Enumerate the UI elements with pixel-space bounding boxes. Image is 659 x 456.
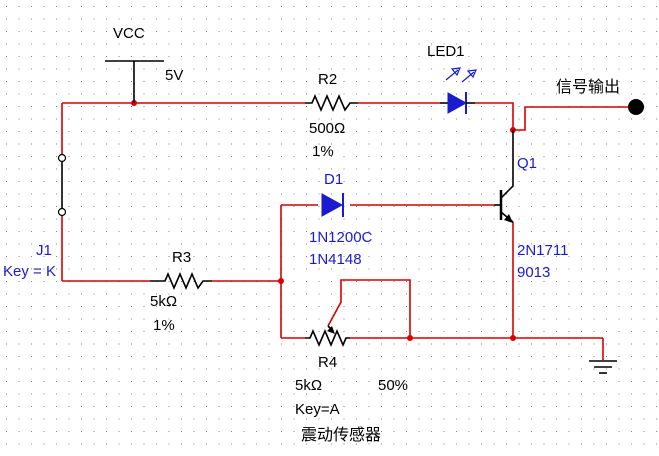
r4-key-label: Key=A [295, 401, 340, 418]
ground-icon [589, 360, 617, 374]
diagram-caption: 震动传感器 [301, 425, 381, 444]
r3-tolerance-label: 1% [153, 317, 175, 334]
d1-label: D1 [324, 171, 343, 188]
q1-label: Q1 [517, 155, 537, 172]
led1-label: LED1 [427, 43, 465, 60]
vcc-label: VCC [113, 25, 145, 42]
r3-value-label: 5kΩ [150, 293, 177, 310]
vcc-voltage-label: 5V [165, 67, 183, 84]
r2-tolerance-label: 1% [312, 143, 334, 160]
r2-label: R2 [318, 71, 337, 88]
r4-setting-label: 50% [378, 377, 408, 394]
resistor-r2[interactable]: R2 500Ω 1% [305, 71, 358, 160]
j1-key-label: Key = K [3, 263, 56, 280]
r3-label: R3 [172, 249, 191, 266]
output-label: 信号输出 [556, 77, 620, 96]
d1-model2-label: 1N4148 [309, 251, 362, 268]
r4-value-label: 5kΩ [295, 377, 322, 394]
d1-model1-label: 1N1200C [309, 229, 373, 246]
switch-j1[interactable]: J1 Key = K [3, 153, 67, 281]
vcc-power-symbol[interactable]: VCC 5V [105, 25, 183, 103]
output-terminal[interactable]: 信号输出 [556, 77, 644, 115]
potentiometer-r4[interactable]: R4 5kΩ 50% Key=A [295, 325, 408, 418]
led-light-arrows-icon [445, 67, 477, 83]
diode-d1[interactable]: D1 1N1200C 1N4148 [309, 171, 373, 268]
j1-label: J1 [36, 242, 52, 259]
r4-label: R4 [318, 354, 337, 371]
r2-value-label: 500Ω [309, 120, 345, 137]
transistor-q1[interactable]: Q1 2N1711 9013 [494, 130, 568, 281]
led-led1[interactable]: LED1 [427, 43, 477, 114]
resistor-r3[interactable]: R3 5kΩ 1% [150, 249, 212, 334]
q1-model2-label: 9013 [517, 264, 550, 281]
wires [61, 102, 628, 360]
q1-model1-label: 2N1711 [517, 242, 568, 259]
